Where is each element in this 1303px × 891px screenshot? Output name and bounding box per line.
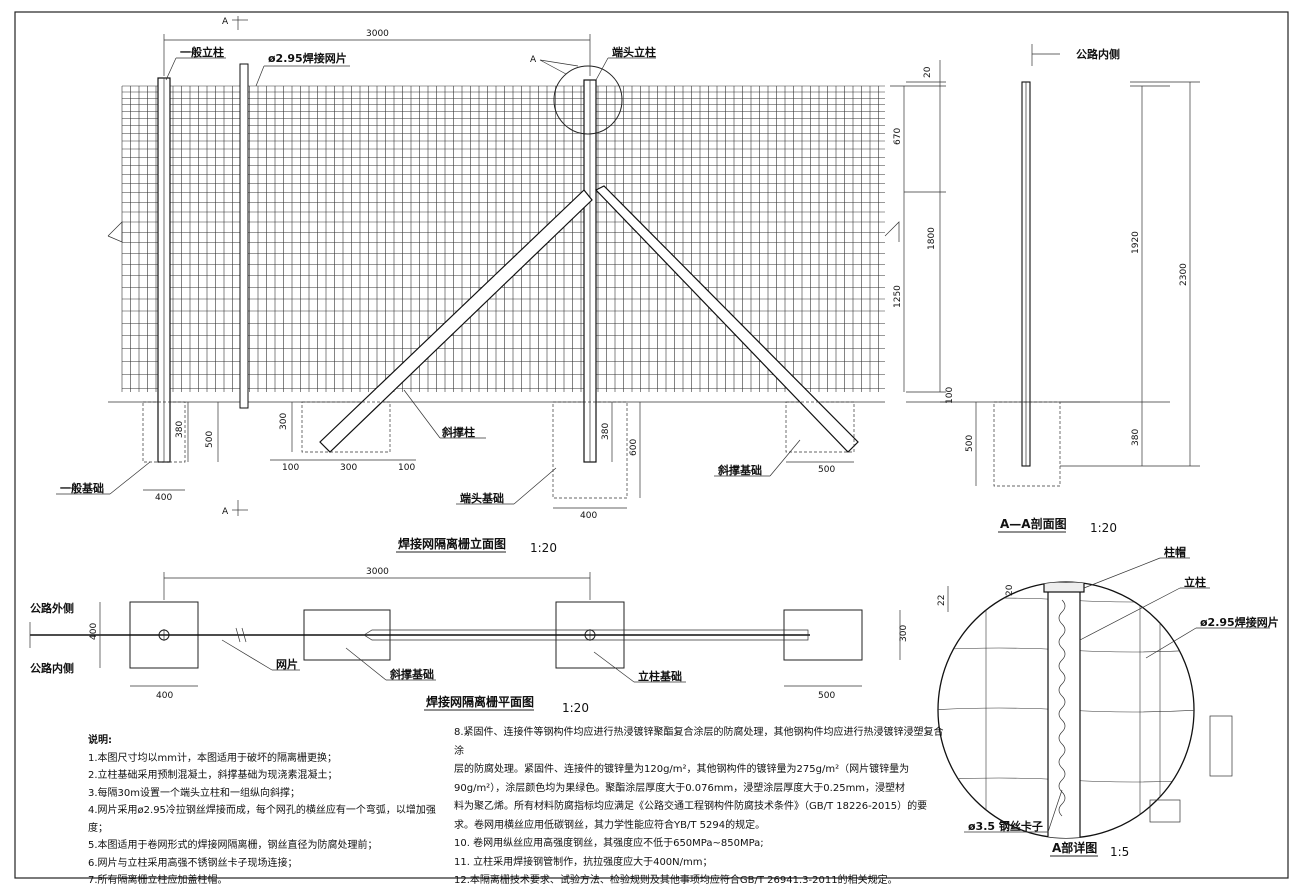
section-dim-2300: 2300 [1179, 263, 1189, 286]
dim-500-left: 500 [205, 431, 215, 448]
dim-300: 300 [279, 413, 289, 430]
brace-foundation-left [301, 401, 391, 453]
notes-block-right: 8.紧固件、连接件等钢构件均应进行热浸镀锌聚酯复合涂层的防腐处理，其他钢构件均应… [454, 724, 946, 891]
notes-left-6: 7.所有隔离栅立柱应加盖柱帽。 [88, 875, 228, 886]
detail-scale: 1:5 [1110, 845, 1129, 859]
section-dim-500: 500 [965, 435, 975, 452]
elevation-view: A A 3000 一般立柱 ø2.95焊接网片 端头立柱 A 20 670 18… [56, 16, 955, 555]
section-mark-bottom: A [222, 507, 229, 517]
mesh-joint-post [239, 63, 249, 409]
plan-label-brace-foundation: 斜撑基础 [389, 667, 434, 681]
label-mark-a: A [530, 55, 537, 65]
detail-view: 22 20 柱帽 立柱 ø2.95焊接网片 ø3.5 钢丝卡子 A部详图 1:5 [937, 545, 1279, 859]
dim-600: 600 [629, 439, 639, 456]
plan-label-mesh: 网片 [276, 657, 298, 671]
detail-dim-20: 20 [1005, 584, 1015, 596]
brace-right [595, 185, 859, 453]
mesh-panel [121, 85, 885, 392]
detail-label-mesh: ø2.95焊接网片 [1200, 615, 1279, 629]
dim-100-a: 100 [282, 463, 299, 473]
section-dim-1920: 1920 [1131, 231, 1141, 254]
section-road-inner: 公路内侧 [1076, 47, 1120, 61]
dim-20-elev: 20 [923, 66, 933, 78]
plan-dim-span: 3000 [366, 567, 389, 577]
detail-dim-22: 22 [937, 595, 947, 606]
label-end-foundation: 端头基础 [460, 491, 504, 505]
dim-span: 3000 [366, 29, 389, 39]
detail-label-cap: 柱帽 [1164, 545, 1186, 559]
notes-right-2: 90g/m²），涂层颜色均为果绿色。聚酯涂层厚度大于0.076mm，浸塑涂层厚度… [454, 782, 906, 794]
dim-1250: 1250 [893, 285, 903, 308]
section-view: 公路内侧 1920 2300 380 500 A—A剖面图 1:20 [940, 44, 1200, 535]
plan-dim-400-w: 400 [156, 691, 173, 701]
plan-label-post-foundation: 立柱基础 [638, 669, 682, 683]
plan-title: 焊接网隔离栅平面图 [426, 694, 534, 709]
break-symbol-left [107, 221, 123, 243]
plan-outer: 公路外侧 [30, 601, 74, 615]
label-brace-post: 斜撑柱 [441, 425, 475, 439]
dim-1800: 1800 [927, 227, 937, 250]
dim-100-b: 100 [398, 463, 415, 473]
dim-500-right: 500 [818, 465, 835, 475]
label-end-post: 端头立柱 [612, 45, 656, 59]
notes-left-2: 3.每隔30m设置一个端头立柱和一组纵向斜撑； [88, 787, 301, 799]
detail-title: A部详图 [1052, 840, 1097, 855]
detail-mark-circle [553, 65, 623, 135]
dim-300-b: 300 [340, 463, 357, 473]
general-foundation [142, 401, 186, 463]
detail-label-post: 立柱 [1184, 575, 1206, 589]
notes-right-3: 料为聚乙烯。所有材料防腐指标均应满足《公路交通工程钢构件防腐技术条件》（GB/T… [454, 801, 928, 812]
brace-foundation-right [785, 401, 855, 453]
notes-heading: 说明: [88, 735, 112, 746]
notes-left-0: 1.本图尺寸均以mm计，本图适用于破坏的隔离栅更换； [88, 752, 338, 764]
detail-post-cap [1043, 582, 1085, 593]
dim-380-mid: 380 [601, 423, 611, 440]
plan-inner: 公路内侧 [30, 661, 74, 675]
notes-right-0: 8.紧固件、连接件等钢构件均应进行热浸镀锌聚酯复合涂层的防腐处理，其他钢构件均应… [454, 727, 944, 757]
section-title: A—A剖面图 [1000, 516, 1067, 531]
label-brace-foundation: 斜撑基础 [717, 463, 762, 477]
label-mesh: ø2.95焊接网片 [268, 51, 347, 65]
notes-block: 说明: 1.本图尺寸均以mm计，本图适用于破坏的隔离栅更换； 2.立柱基础采用预… [88, 732, 448, 890]
label-general-foundation: 一般基础 [60, 481, 104, 495]
dim-380-left: 380 [175, 421, 185, 438]
end-foundation [552, 401, 628, 499]
plan-scale: 1:20 [562, 701, 589, 715]
notes-left-1: 2.立柱基础采用预制混凝土，斜撑基础为现浇素混凝土； [88, 770, 338, 781]
sheet-border [14, 11, 1289, 879]
section-mark-top: A [222, 17, 229, 27]
plan-dim-400-h: 400 [89, 623, 99, 640]
brace-left [319, 189, 593, 453]
elevation-title: 焊接网隔离栅立面图 [398, 536, 506, 551]
plan-dim-500: 500 [818, 691, 835, 701]
label-general-post: 一般立柱 [180, 45, 224, 59]
dim-670: 670 [893, 128, 903, 145]
notes-left-3: 4.网片采用ø2.95冷拉钢丝焊接而成，每个网孔的横丝应有一个弯弧，以增加强度； [88, 805, 436, 834]
notes-right-4: 求。卷网用横丝应用低碳钢丝，其力学性能应符合YB/T 5294的规定。 [454, 819, 766, 831]
notes-left-4: 5.本图适用于卷网形式的焊接网隔离栅，钢丝直径为防腐处理前； [88, 840, 378, 851]
break-symbol-right [884, 221, 900, 242]
notes-right-1: 层的防腐处理。紧固件、连接件的镀锌量为120g/m²，其他钢构件的镀锌量为275… [454, 764, 910, 775]
dim-100-right: 100 [945, 387, 955, 404]
notes-right-5: 10. 卷网用纵丝应用高强度钢丝，其强度应不低于650MPa~850MPa; [454, 838, 764, 849]
plan-dim-300: 300 [899, 625, 909, 642]
elevation-scale: 1:20 [530, 541, 557, 555]
notes-right-7: 12.本隔离栅技术要求、试验方法、检验规则及其他事项均应符合GB/T 26941… [454, 875, 898, 886]
detail-post [1047, 589, 1081, 838]
plan-view: 3000 400 400 300 500 公路外侧 公路内侧 网片 斜撑基础 立… [29, 567, 909, 715]
notes-right-6: 11. 立柱采用焊接钢管制作，抗拉强度应大于400N/mm； [454, 856, 713, 868]
section-dim-380: 380 [1131, 429, 1141, 446]
dim-400-mid: 400 [580, 511, 597, 521]
notes-left-5: 6.网片与立柱采用高强不锈钢丝卡子现场连接； [88, 857, 298, 869]
section-scale: 1:20 [1090, 521, 1117, 535]
detail-label-clip: ø3.5 钢丝卡子 [968, 819, 1043, 833]
dim-400-left: 400 [155, 493, 172, 503]
